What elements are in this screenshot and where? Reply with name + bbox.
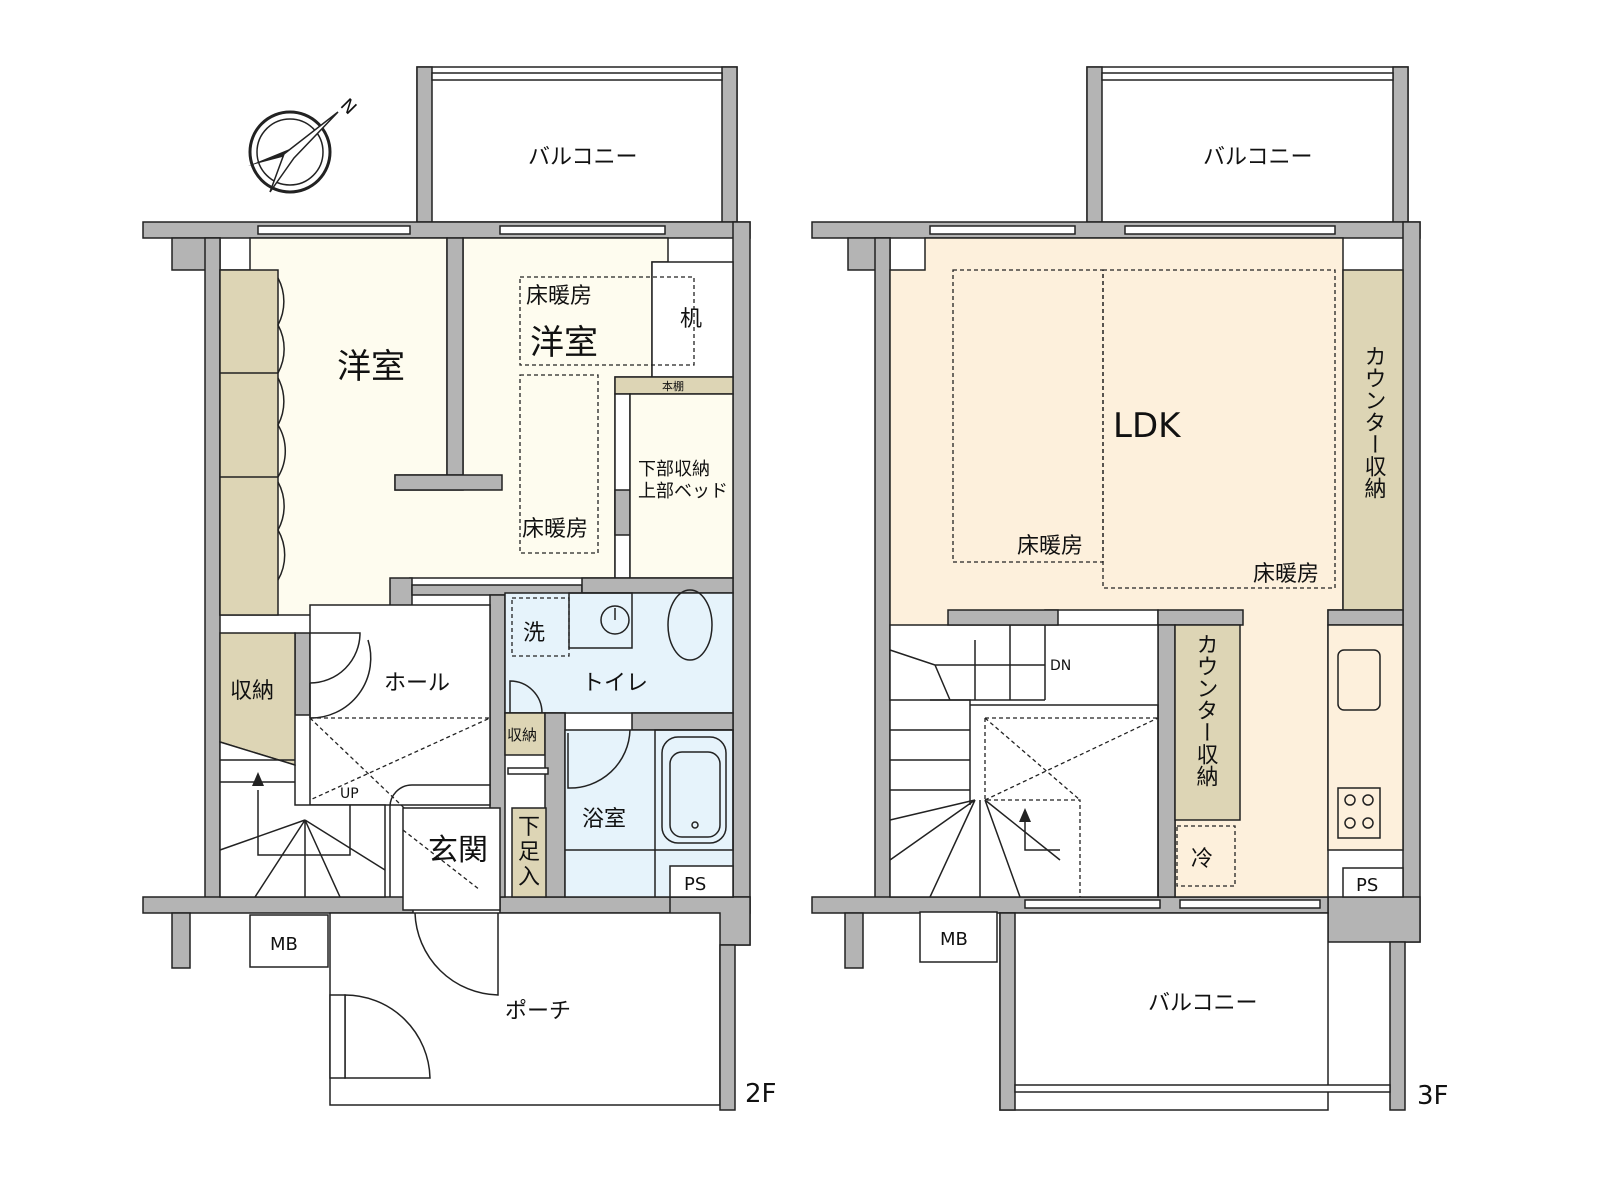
- porch: [329, 912, 721, 1106]
- loft-bed: [629, 393, 734, 579]
- balcony-3f-bottom: [999, 912, 1329, 1111]
- ps-box: [1342, 867, 1404, 898]
- balcony-label: バルコニー: [528, 145, 638, 170]
- hall-door: [309, 639, 372, 719]
- hall: [309, 604, 491, 806]
- room-label: 洋室: [530, 323, 598, 363]
- toilet-room: [504, 592, 734, 714]
- ps-label: PS: [684, 874, 706, 895]
- north-label: N: [336, 95, 360, 119]
- toilet-label: トイレ: [582, 671, 648, 696]
- shoe-label: 下: [518, 815, 540, 840]
- staircase: [219, 740, 386, 898]
- balcony-3f-top: [1086, 66, 1409, 223]
- mb-box: [249, 914, 329, 968]
- room-label: 洋室: [337, 347, 405, 387]
- floor-label-2f: 2F: [745, 1079, 777, 1109]
- shoe-label: 入: [518, 865, 540, 890]
- closet-doors: [277, 277, 287, 581]
- toilet-bowl: [667, 589, 713, 661]
- desk-label: 机: [680, 307, 702, 332]
- front-door: [414, 912, 499, 996]
- floor-2f: バルコニー 洋室 机 床暖房 洋室 床暖房 本棚 下部収納 上部ベッド ホール …: [142, 66, 777, 1111]
- balcony-2f: [416, 66, 738, 223]
- mb-label: MB: [270, 934, 298, 955]
- western-room: [219, 237, 669, 634]
- stairs-down-label: DN: [1050, 658, 1071, 674]
- small-storage-label: 収納: [507, 726, 537, 744]
- fridge-space: [1176, 825, 1236, 887]
- bathtub: [661, 736, 727, 844]
- shoe-label: 足: [518, 840, 540, 865]
- floor-3f: バルコニー LDK 床暖房 床暖房 カウンター収納 PS カウンター収納 冷 D…: [811, 66, 1449, 1111]
- loft-label: 下部収納: [638, 459, 710, 480]
- sink-icon: [1337, 649, 1381, 711]
- balcony-label: バルコニー: [1148, 991, 1258, 1016]
- stairs-up-label: UP: [340, 786, 359, 802]
- ps-label: PS: [1356, 875, 1378, 896]
- stove-icon: [1337, 787, 1381, 839]
- floor-heating-label: 床暖房: [526, 284, 592, 309]
- ps-box: [669, 865, 734, 898]
- counter-storage: [1342, 269, 1404, 611]
- balcony-label: バルコニー: [1203, 145, 1313, 170]
- floor-heating-label: 床暖房: [522, 517, 588, 542]
- desk: [651, 261, 734, 378]
- kitchen-counter: [1327, 624, 1404, 851]
- compass-icon: N: [248, 95, 360, 194]
- entrance-label: 玄関: [428, 833, 488, 868]
- ldk-label: LDK: [1113, 406, 1182, 446]
- small-storage: [504, 712, 546, 756]
- bookshelf-label: 本棚: [662, 379, 684, 393]
- bath-label: 浴室: [582, 807, 626, 832]
- mb-label: MB: [940, 929, 968, 950]
- sink: [568, 592, 633, 649]
- hall-label: ホール: [384, 671, 450, 696]
- floor-heating-label: 床暖房: [1253, 562, 1319, 587]
- loft-label: 上部ベッド: [638, 481, 728, 502]
- counter-storage-label: カウンター収納: [1193, 633, 1219, 787]
- counter-storage-inner: [1174, 624, 1241, 821]
- mb-box: [919, 911, 998, 963]
- storage-label: 収納: [230, 679, 274, 704]
- counter-storage-label: カウンター収納: [1361, 345, 1387, 499]
- entrance: [402, 807, 501, 911]
- staircase: DN: [889, 609, 1159, 898]
- closet: [219, 269, 279, 616]
- shoe-cabinet: [511, 807, 547, 898]
- washer-label: 洗: [523, 621, 545, 646]
- floor-heating-label: 床暖房: [1017, 534, 1083, 559]
- floor-label-3f: 3F: [1417, 1081, 1449, 1111]
- fridge-label: 冷: [1191, 847, 1213, 872]
- porch-label: ポーチ: [505, 999, 571, 1024]
